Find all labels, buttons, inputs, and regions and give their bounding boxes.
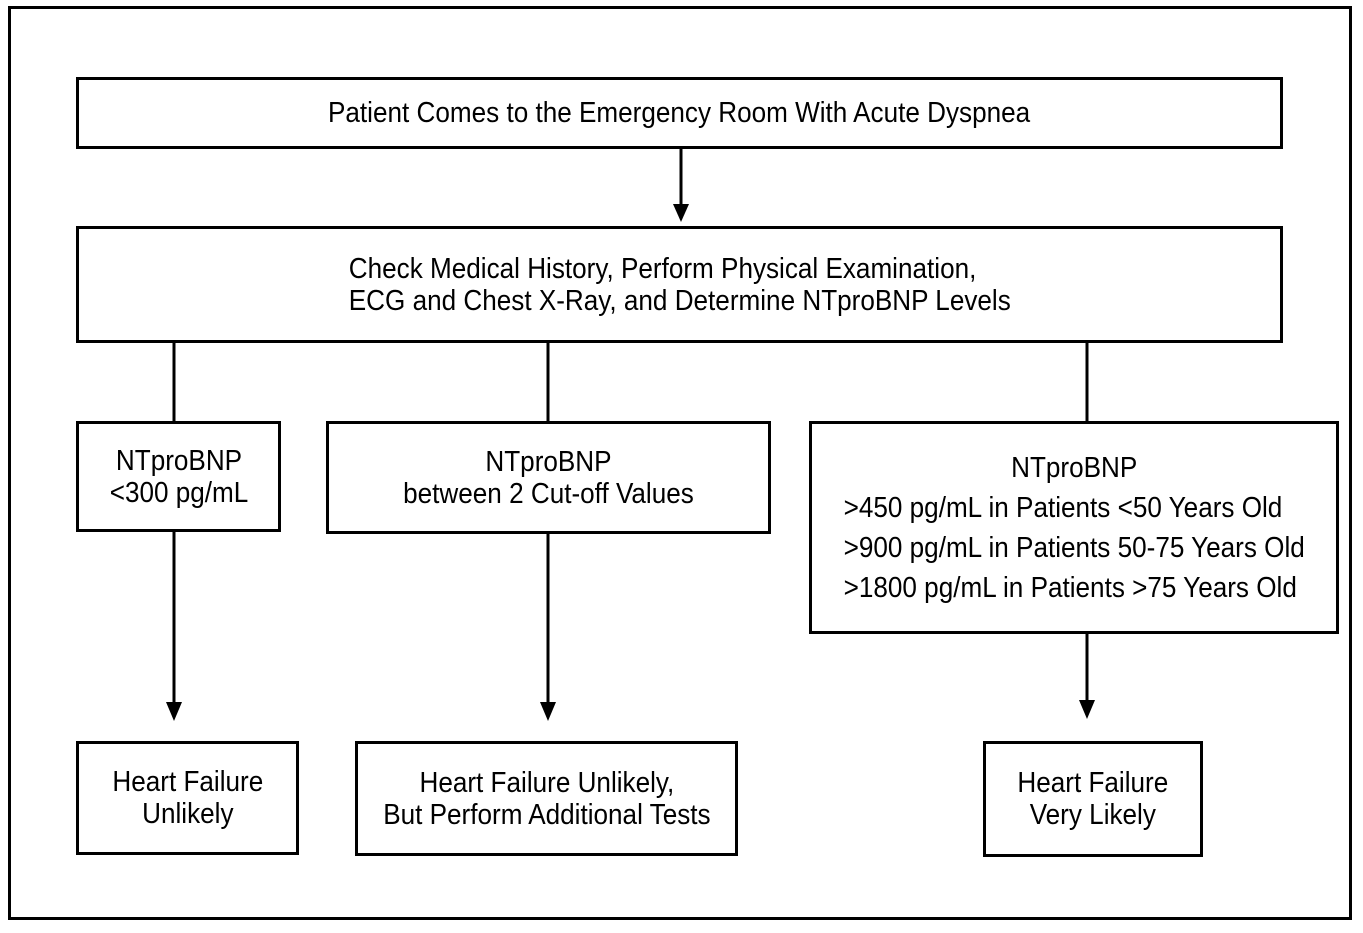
outcome-high-line-1: Heart Failure	[1017, 767, 1169, 799]
start-node-label: Patient Comes to the Emergency Room With…	[328, 97, 1031, 129]
outcome-low-line-1: Heart Failure	[112, 766, 263, 798]
outcome-mid-node: Heart Failure Unlikely, But Perform Addi…	[355, 741, 738, 856]
outcome-high-node: Heart Failure Very Likely	[983, 741, 1203, 857]
outcome-mid-line-2: But Perform Additional Tests	[382, 798, 711, 831]
outcome-low-node: Heart Failure Unlikely	[76, 741, 299, 855]
branch-low-node: NTproBNP <300 pg/mL	[76, 421, 281, 532]
branch-high-line-4: >1800 pg/mL in Patients >75 Years Old	[843, 571, 1297, 604]
branch-low-line-1: NTproBNP	[115, 444, 242, 477]
branch-high-line-2: >450 pg/mL in Patients <50 Years Old	[843, 491, 1283, 524]
arrowhead-low-outcome	[166, 702, 182, 721]
diagram-frame	[8, 6, 1352, 920]
arrowhead-high-outcome	[1079, 700, 1095, 719]
branch-mid-node: NTproBNP between 2 Cut-off Values	[326, 421, 771, 534]
workup-node: Check Medical History, Perform Physical …	[76, 226, 1283, 343]
outcome-mid-line-1: Heart Failure Unlikely,	[419, 766, 674, 799]
arrowhead-workup	[673, 204, 689, 222]
branch-high-node: NTproBNP >450 pg/mL in Patients <50 Year…	[809, 421, 1339, 634]
outcome-high-line-2: Very Likely	[1029, 799, 1157, 831]
start-node: Patient Comes to the Emergency Room With…	[76, 77, 1283, 149]
arrowhead-mid-outcome	[540, 702, 556, 721]
outcome-low-line-2: Unlikely	[141, 798, 234, 830]
branch-mid-line-1: NTproBNP	[485, 445, 612, 478]
branch-high-line-1: NTproBNP	[1010, 451, 1138, 484]
branch-low-line-2: <300 pg/mL	[109, 476, 248, 509]
branch-high-line-3: >900 pg/mL in Patients 50-75 Years Old	[843, 531, 1305, 564]
branch-mid-line-2: between 2 Cut-off Values	[403, 477, 694, 510]
workup-line-1: Check Medical History, Perform Physical …	[348, 252, 977, 285]
workup-line-2: ECG and Chest X-Ray, and Determine NTpro…	[348, 284, 1011, 317]
